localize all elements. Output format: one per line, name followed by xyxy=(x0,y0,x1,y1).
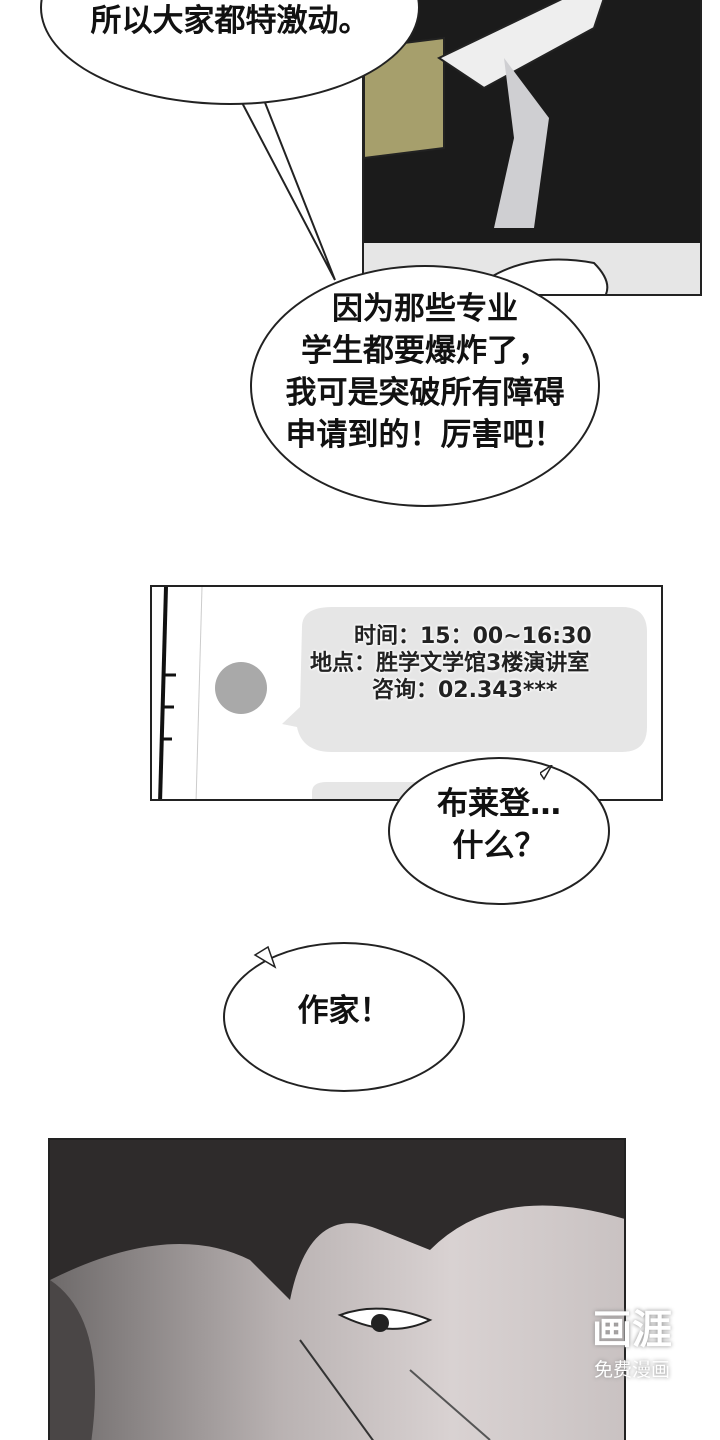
speech-text-top: 所以大家都特激动。 xyxy=(90,3,370,39)
message-contact: 咨询：02.343*** xyxy=(372,678,558,703)
speech-bubble-writer xyxy=(223,942,465,1092)
speech-bubble-what xyxy=(388,757,610,905)
speech-bubble-middle xyxy=(250,265,600,507)
message-time: 时间：15：00~16:30 xyxy=(354,624,592,649)
panel-phone: 时间：15：00~16:30 地点：胜学文学馆3楼演讲室 咨询：02.343**… xyxy=(150,585,663,801)
speech-line: 学生都要爆炸了， xyxy=(301,333,549,369)
speech-text-what: 布莱登… 什么？ xyxy=(388,783,610,867)
speech-line: 什么？ xyxy=(452,828,546,864)
speech-line: 布莱登… xyxy=(437,786,561,822)
what-bubble-spike xyxy=(540,765,553,781)
speech-text-middle: 因为那些专业 学生都要爆炸了， 我可是突破所有障碍 申请到的！厉害吧！ xyxy=(250,288,600,456)
message-place: 地点：胜学文学馆3楼演讲室 xyxy=(310,651,590,676)
watermark-tagline: 免费漫画 xyxy=(593,1359,670,1381)
speech-line: 因为那些专业 xyxy=(332,291,518,327)
watermark: 画涯 免费漫画 xyxy=(572,1305,692,1382)
panel-face xyxy=(48,1138,626,1440)
top-bubble-tail xyxy=(237,94,336,281)
phone-art xyxy=(158,587,647,799)
face-art xyxy=(50,1140,624,1440)
watermark-logo: 画涯 xyxy=(592,1307,672,1353)
speech-line: 申请到的！厉害吧！ xyxy=(285,417,565,453)
writer-bubble-spike xyxy=(253,945,277,969)
speech-line: 我可是突破所有障碍 xyxy=(285,375,565,411)
speech-text-writer: 作家！ xyxy=(297,993,391,1029)
